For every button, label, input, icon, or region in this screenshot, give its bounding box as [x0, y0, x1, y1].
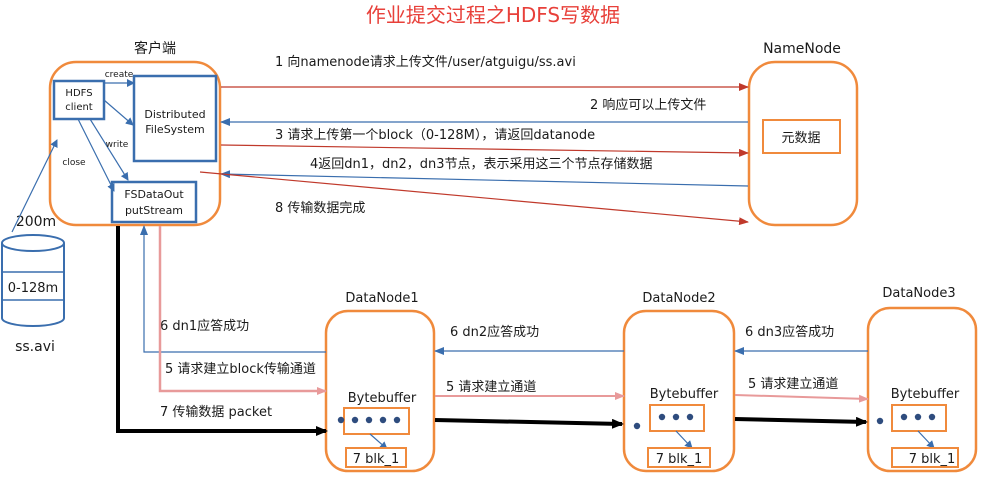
step6-dn1-ack-arrow	[140, 225, 326, 353]
file-range-label: 0-128m	[8, 281, 58, 296]
metadata-box	[762, 119, 841, 154]
step5-dn3-request-arrow	[734, 394, 869, 403]
datanode2-buffer-label: Bytebuffer	[650, 387, 719, 402]
dn1-packet	[365, 416, 373, 424]
dn3-packet	[928, 413, 936, 421]
step6c-label: 6 dn3应答成功	[745, 324, 834, 340]
dn1-packet	[351, 416, 359, 424]
dn2-buffer-to-blk-arrow	[675, 430, 693, 449]
step4-label: 4返回dn1，dn2，dn3节点，表示采用这三个节点存储数据	[310, 156, 653, 172]
dn1-packet	[337, 416, 345, 424]
step7-label: 7 传输数据 packet	[160, 404, 272, 420]
datanode1-blk-label: 7 blk_1	[353, 452, 400, 467]
dn3-packet	[876, 417, 884, 425]
datanode1-buffer-label: Bytebuffer	[348, 391, 417, 406]
datanode1-label: DataNode1	[345, 291, 418, 306]
file-cylinder-body	[0, 243, 65, 327]
datanode1-blk-box	[345, 447, 407, 468]
distributed-filesystem-box	[132, 74, 218, 163]
step2-label: 2 响应可以上传文件	[590, 97, 706, 113]
dn2-packet	[686, 413, 694, 421]
fsdataoutputstream-box	[110, 180, 198, 224]
dn2-packet	[672, 413, 680, 421]
dn2-packet	[658, 413, 666, 421]
hdfs-client-label-1: HDFS	[65, 88, 92, 99]
close-label: close	[62, 158, 86, 168]
datanode3-blk-box	[891, 447, 959, 468]
file-cylinder-top	[1, 234, 65, 252]
write-label: write	[106, 140, 129, 150]
datanode2-blk-label: 7 blk_1	[656, 452, 703, 467]
fsdos-label-1: FSDataOut	[124, 188, 184, 201]
step7-packet-arrow	[116, 226, 328, 436]
step8-arrow	[199, 171, 749, 226]
step6b-label: 6 dn2应答成功	[450, 324, 539, 340]
file-to-client-arrow	[11, 139, 58, 233]
step5c-label: 5 请求建立通道	[748, 377, 838, 392]
step1-label: 1 向namenode请求上传文件/user/atguigu/ss.avi	[275, 54, 576, 70]
dn1-packet	[393, 416, 401, 424]
step3-arrow	[220, 144, 749, 157]
datanode3-blk-label: 7 blk_1	[909, 452, 956, 467]
create-label: create	[105, 70, 134, 80]
step5-dn1-request-arrow	[158, 226, 327, 395]
diagram-title: 作业提交过程之HDFS写数据	[366, 3, 620, 27]
step5a-label: 5 请求建立block传输通道	[165, 361, 316, 377]
datanode3-buffer-label: Bytebuffer	[891, 387, 960, 402]
step3-label: 3 请求上传第一个block（0-128M），请返回datanode	[275, 128, 595, 143]
step4-arrow	[220, 170, 749, 187]
metadata-label: 元数据	[781, 131, 820, 146]
fsdos-label-2: putStream	[125, 204, 183, 217]
dn2-to-dn3-packet-arrow	[734, 416, 868, 427]
dn3-buffer-to-blk-arrow	[917, 430, 935, 449]
dn1-packet	[379, 416, 387, 424]
step6a-label: 6 dn1应答成功	[160, 318, 249, 334]
hdfs-client-label-2: client	[65, 102, 93, 113]
dn3-packet	[900, 413, 908, 421]
file-size-label: 200m	[16, 214, 56, 230]
client-label: 客户端	[134, 40, 176, 57]
file-name-label: ss.avi	[15, 339, 55, 355]
dn2-packet	[633, 422, 641, 430]
step5b-label: 5 请求建立通道	[446, 380, 536, 395]
datanode3-label: DataNode3	[882, 286, 955, 301]
step8-label: 8 传输数据完成	[275, 200, 365, 216]
datanode2-label: DataNode2	[642, 291, 715, 306]
hdfs-to-dfs-arrow	[103, 99, 134, 126]
dn1-to-dn2-packet-arrow	[434, 418, 624, 429]
write-arrow	[89, 118, 129, 181]
hdfs-client-box	[52, 79, 106, 121]
namenode-label: NameNode	[763, 41, 841, 57]
datanode2-blk-box	[647, 447, 711, 468]
close-arrow	[77, 118, 115, 192]
dfs-label-2: FileSystem	[145, 123, 204, 136]
dn1-buffer-to-blk-arrow	[369, 433, 388, 450]
dfs-label-1: Distributed	[144, 108, 205, 121]
dn3-packet	[914, 413, 922, 421]
